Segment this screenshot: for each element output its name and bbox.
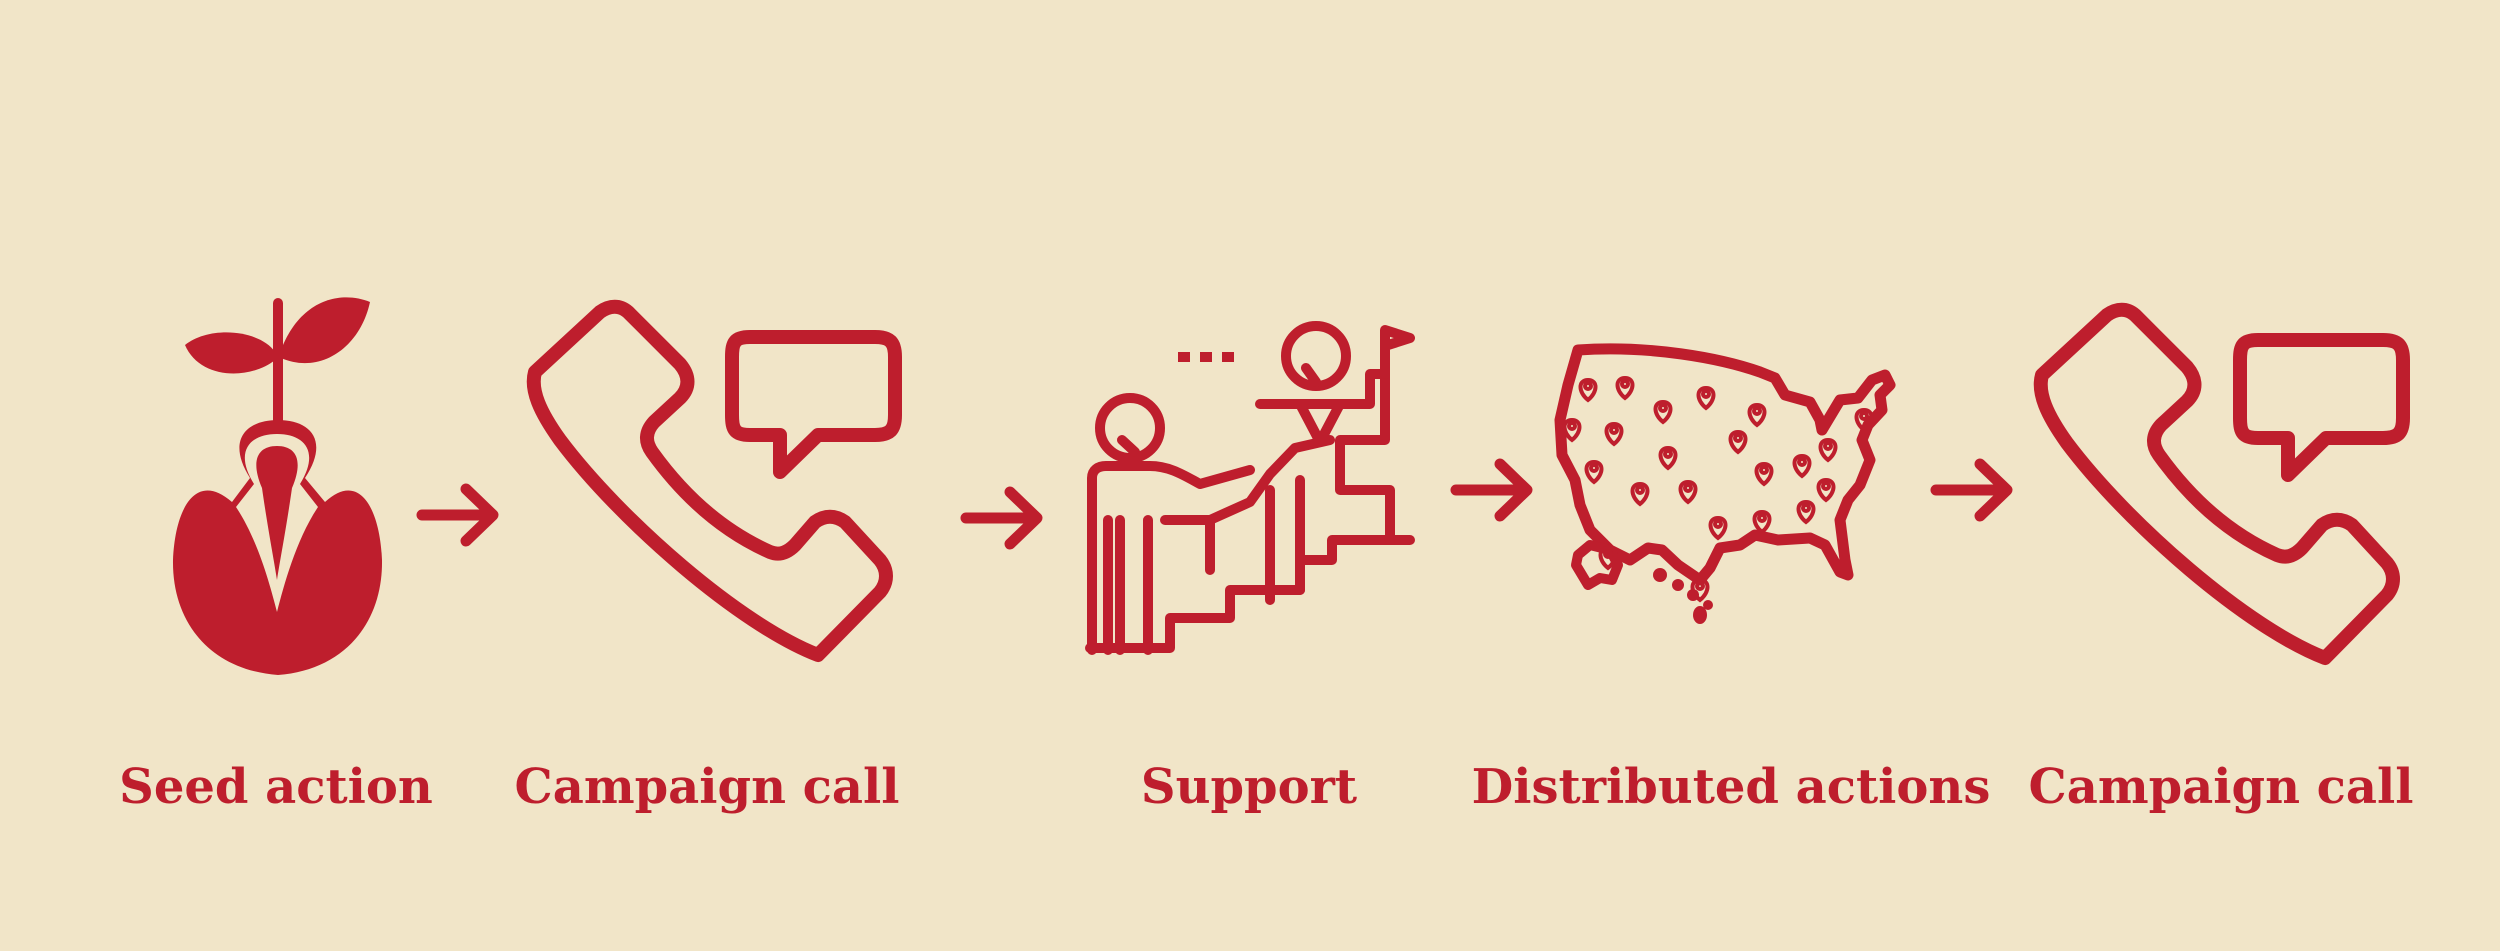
step-label-campaign-call-2: Campaign call: [2028, 759, 2414, 815]
phone-chat-icon: [2033, 302, 2410, 665]
ellipsis-dots: [1178, 352, 1234, 362]
step-label-campaign-call: Campaign call: [514, 759, 900, 815]
step-label-support: Support: [1140, 759, 1358, 815]
us-map-pins-icon: [1554, 343, 1896, 624]
arrow-right-icon: [1450, 458, 1533, 522]
arrow-right-icon: [960, 486, 1043, 550]
arrow-right-icon: [1930, 458, 2013, 522]
arrow-right-icon: [416, 483, 499, 547]
step-label-seed-action: Seed action: [119, 759, 433, 815]
seed-inner: [256, 446, 298, 580]
step-label-distributed-actions: Distributed actions: [1471, 759, 1991, 815]
phone-chat-icon: [526, 299, 902, 662]
mentor-stairs-icon: [1085, 321, 1415, 655]
